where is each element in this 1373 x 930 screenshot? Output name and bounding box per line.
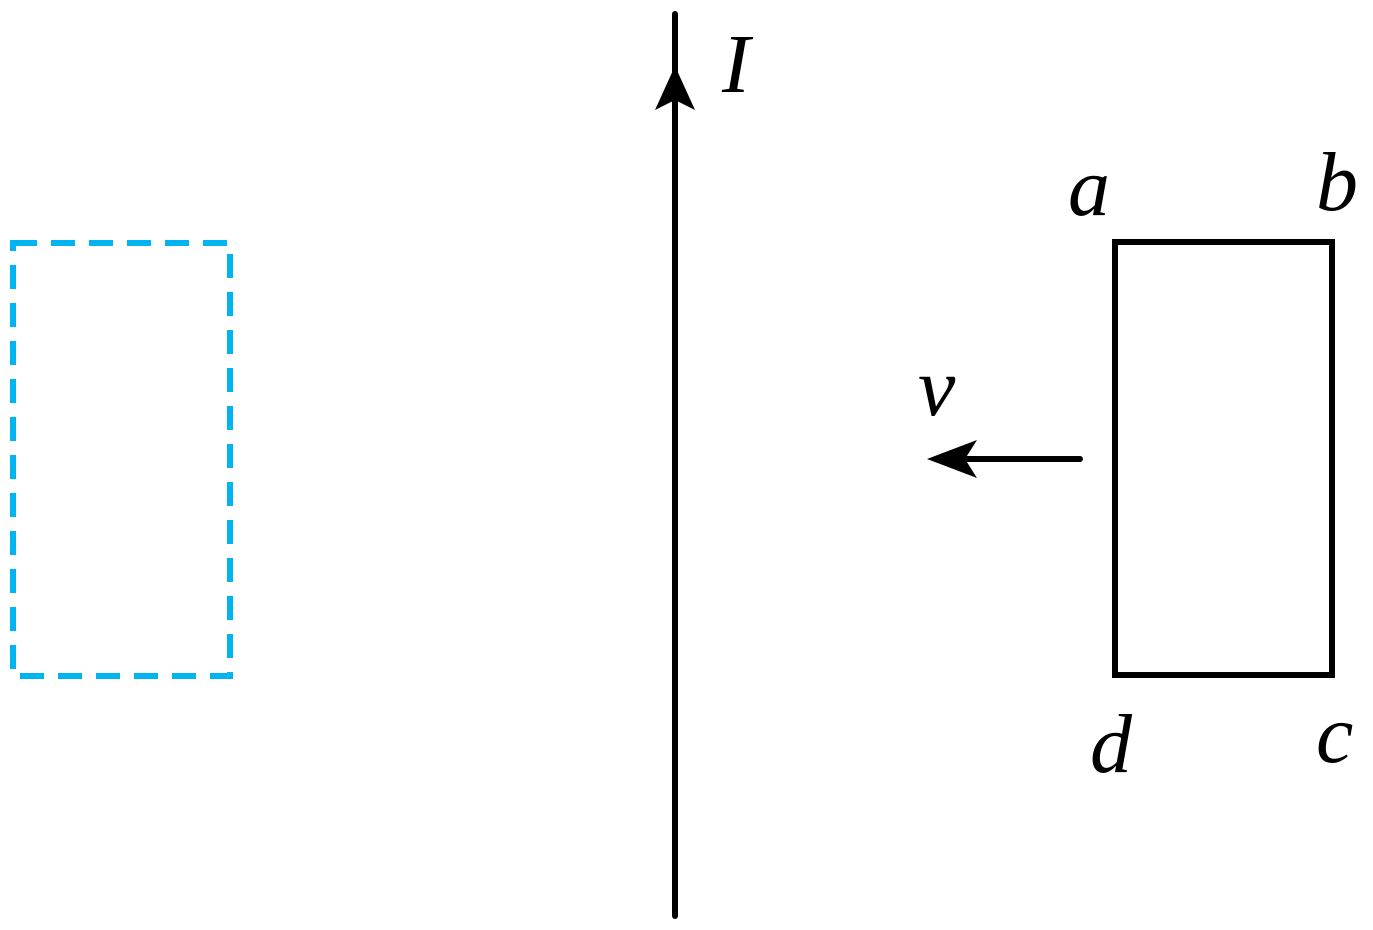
current-arrowhead-icon bbox=[655, 66, 695, 110]
conducting-loop-abcd bbox=[1112, 239, 1335, 678]
current-label: I bbox=[721, 18, 754, 111]
ghost-loop-dashed bbox=[10, 240, 233, 679]
velocity-arrowhead-icon bbox=[927, 440, 977, 478]
corner-label-a: a bbox=[1068, 141, 1110, 234]
corner-label-b: b bbox=[1316, 136, 1358, 229]
corner-label-c: c bbox=[1316, 688, 1353, 781]
corner-label-d: d bbox=[1090, 698, 1133, 791]
velocity-label: v bbox=[918, 341, 956, 434]
